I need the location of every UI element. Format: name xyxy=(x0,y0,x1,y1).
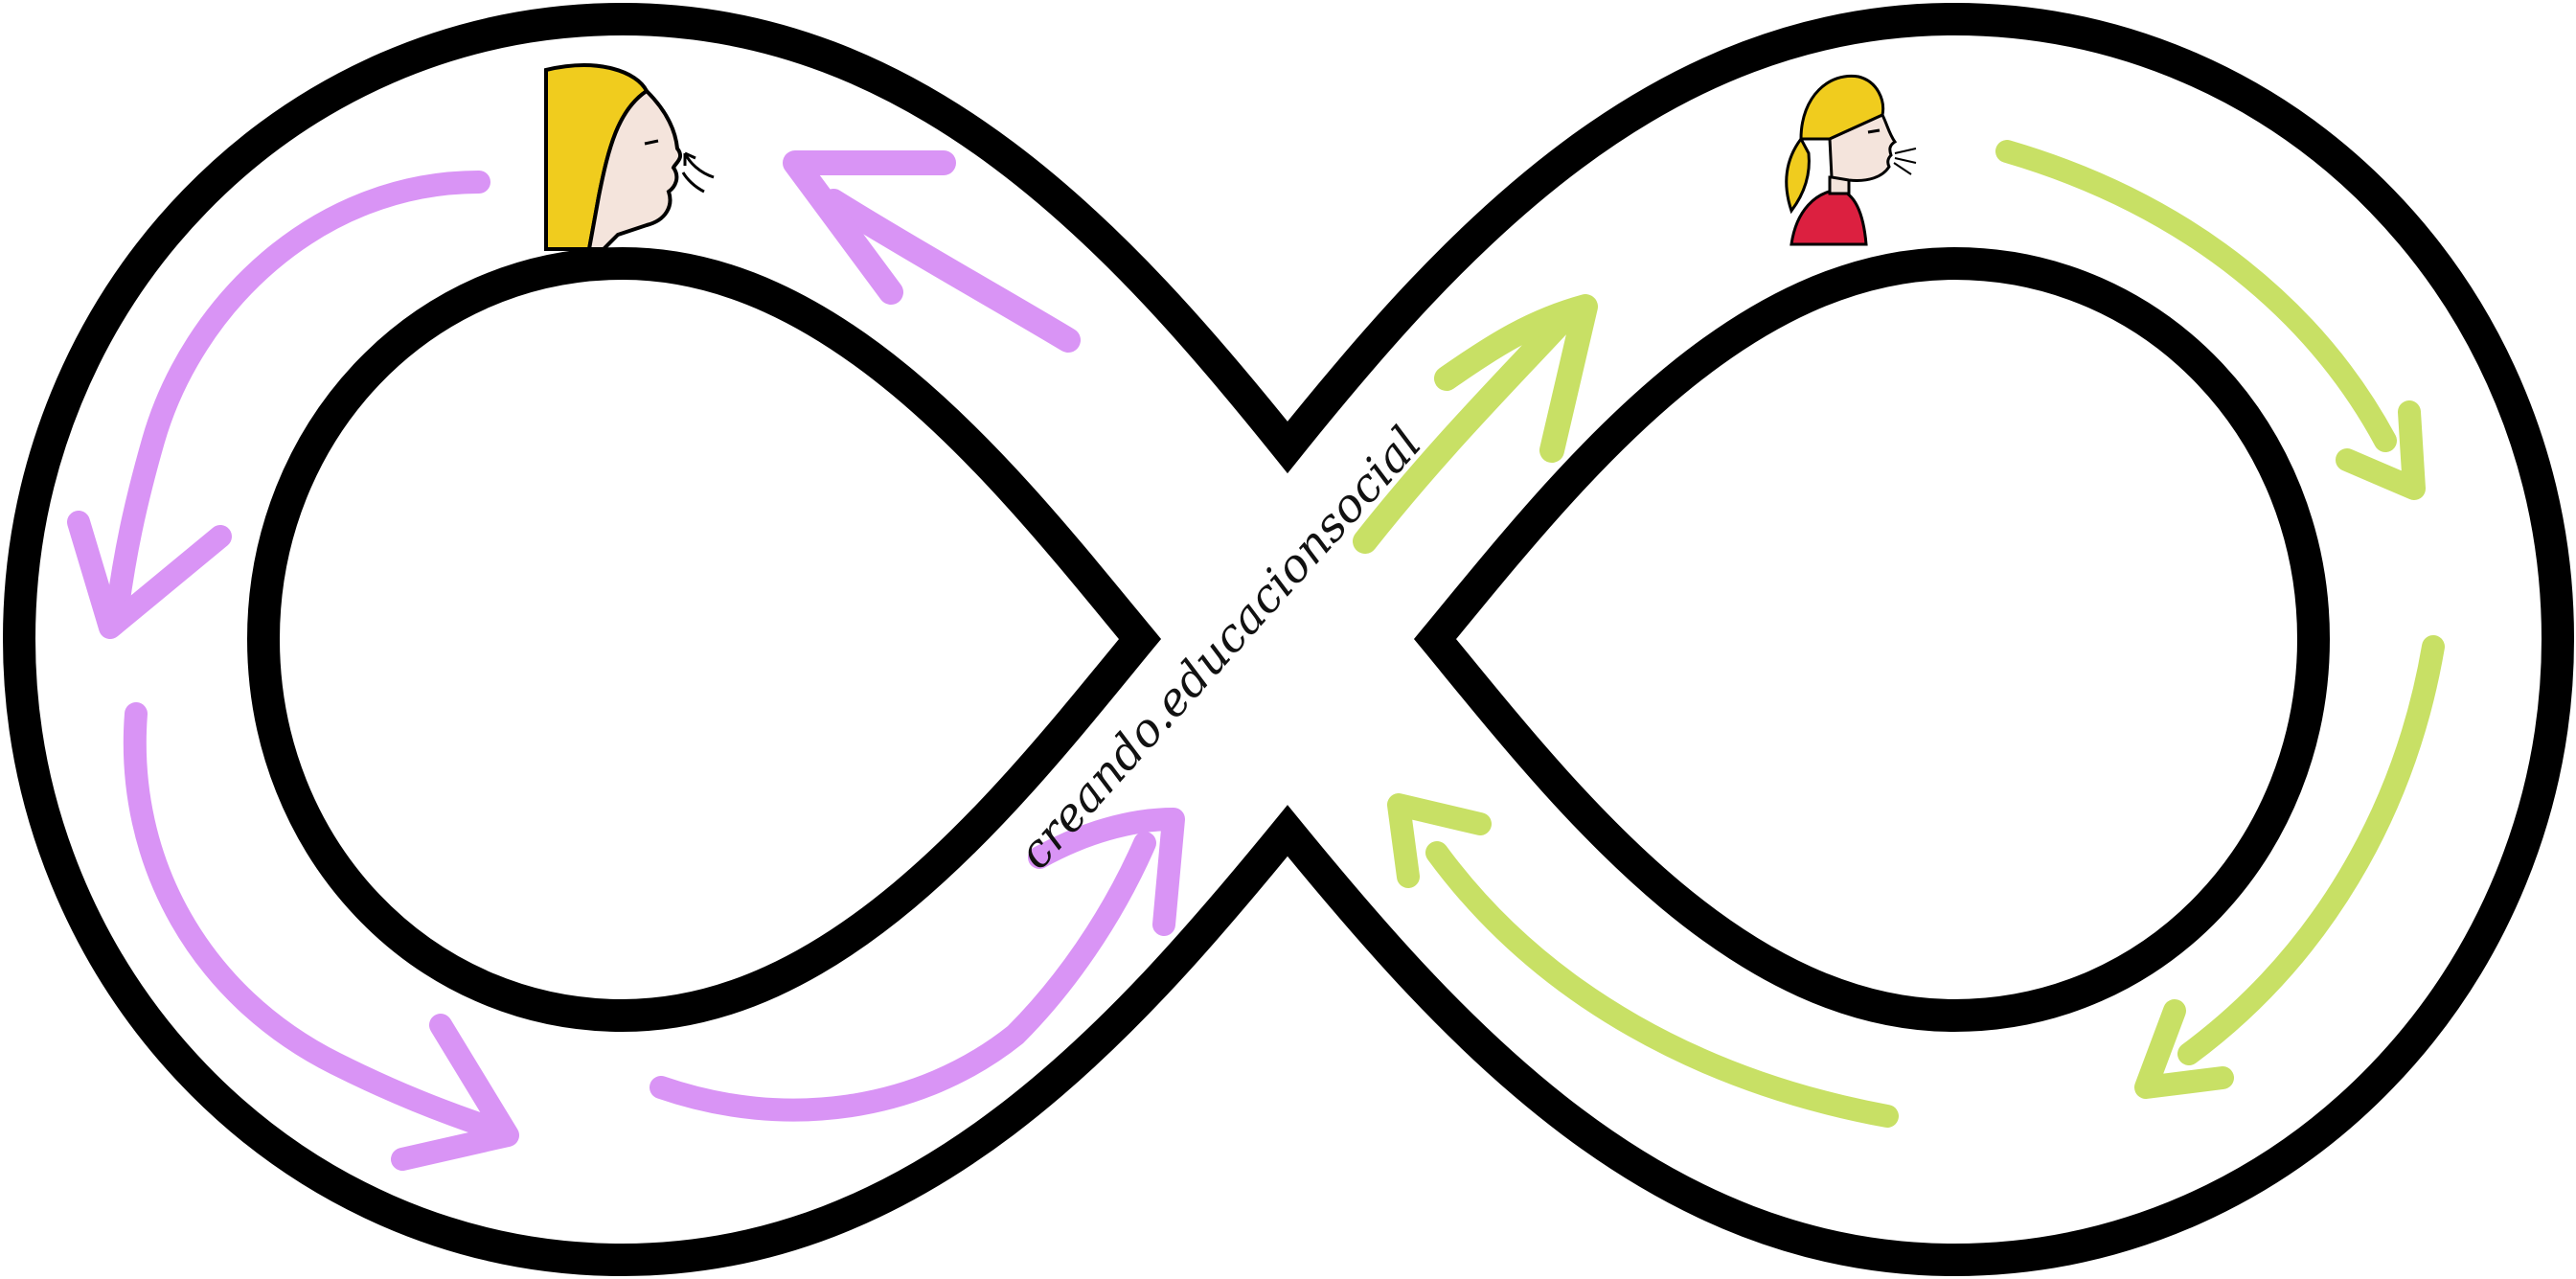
exhale-arrow-lower-right xyxy=(2146,647,2433,1087)
watermark-text: creando.educacionsocial xyxy=(1008,417,1432,879)
exhale-arrows xyxy=(1365,151,2433,1116)
exhale-arrow-upper-right xyxy=(2007,151,2414,489)
woman-inhaling-icon xyxy=(546,65,714,249)
woman-exhaling-icon xyxy=(1787,76,1916,244)
infinity-track-inner-left-loop xyxy=(263,263,1140,1016)
